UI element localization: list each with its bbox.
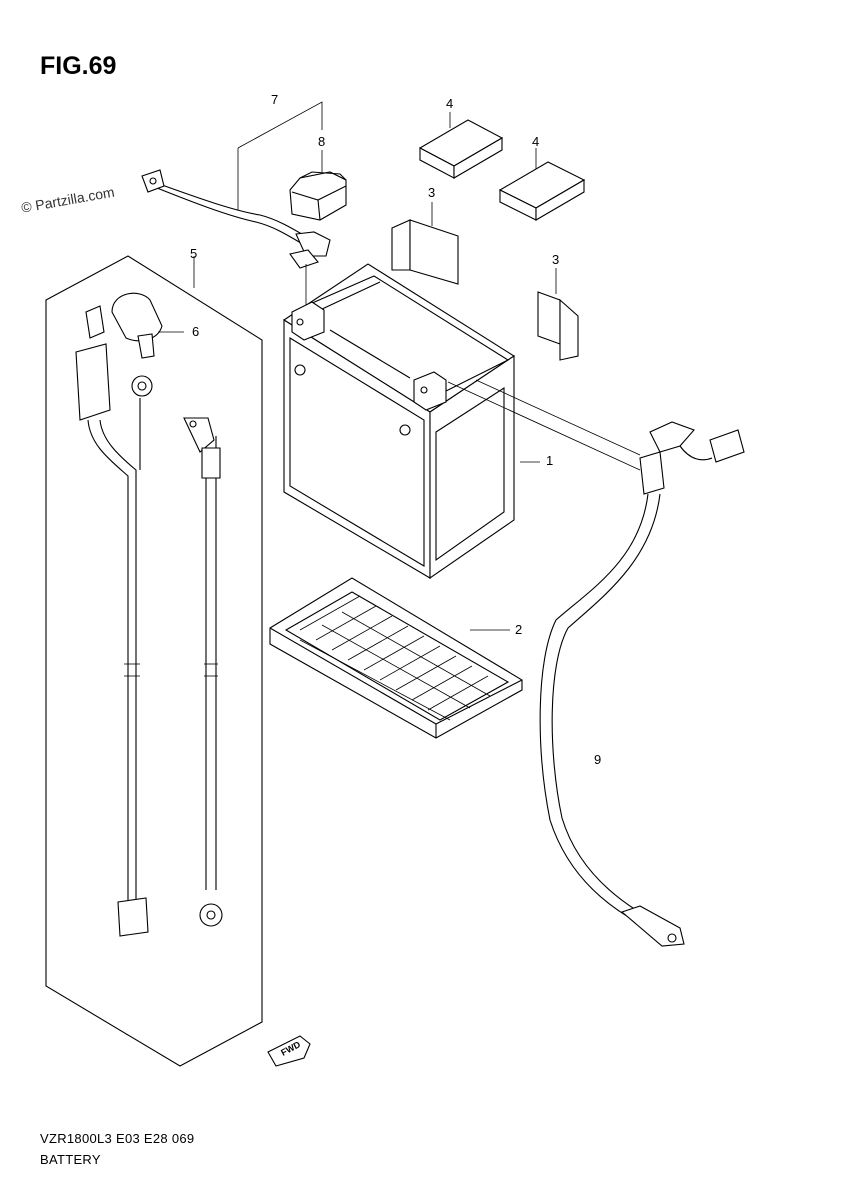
part-8-terminal-cover bbox=[289, 150, 347, 221]
part-5-group-outline bbox=[45, 255, 263, 1067]
figure-title: FIG.69 bbox=[40, 52, 117, 80]
callout-1: 1 bbox=[546, 453, 554, 468]
part-2-battery-tray bbox=[269, 577, 523, 739]
part-4-pad-b bbox=[498, 148, 586, 221]
callout-7: 7 bbox=[271, 92, 279, 107]
section-name: BATTERY bbox=[40, 1152, 101, 1167]
forward-arrow-icon bbox=[267, 1035, 311, 1067]
part-7-positive-cable bbox=[141, 169, 331, 318]
callout-8: 8 bbox=[318, 134, 326, 149]
part-6-cap bbox=[111, 292, 184, 359]
callout-4a: 4 bbox=[446, 96, 454, 111]
callout-4b: 4 bbox=[532, 134, 540, 149]
callout-2: 2 bbox=[515, 622, 523, 637]
part-1-battery bbox=[282, 263, 540, 580]
part-3-bracket-a bbox=[391, 202, 459, 285]
part-7-bracket bbox=[237, 101, 323, 210]
part-3-bracket-b bbox=[537, 268, 579, 361]
callout-3a: 3 bbox=[428, 185, 436, 200]
part-5-harness bbox=[75, 305, 223, 937]
model-code: VZR1800L3 E03 E28 069 bbox=[40, 1131, 195, 1146]
fwd-marker: FWD bbox=[267, 1035, 311, 1067]
part-9-negative-cable bbox=[447, 379, 745, 947]
callout-3b: 3 bbox=[552, 252, 560, 267]
callout-5: 5 bbox=[190, 246, 198, 261]
part-4-pad-a bbox=[418, 112, 504, 179]
callout-6: 6 bbox=[192, 324, 200, 339]
callout-9: 9 bbox=[594, 752, 602, 767]
